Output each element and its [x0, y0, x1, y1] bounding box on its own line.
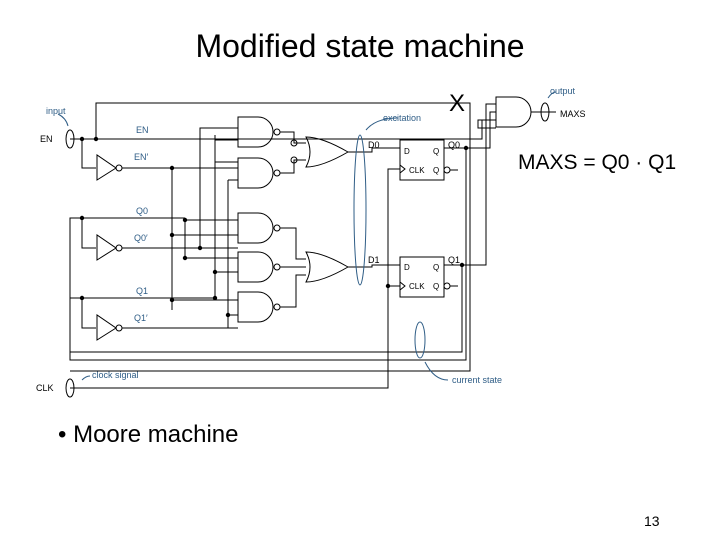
wire-en-input [70, 119, 496, 140]
inverter-en [96, 154, 117, 181]
signal-d1: D1 [368, 255, 380, 265]
label-excitation: excitation [383, 113, 421, 123]
wire-q0-to-inverter [81, 218, 96, 249]
wire-and1-or1 [280, 131, 306, 144]
excitation-callout [353, 134, 367, 286]
label-input: input [46, 106, 66, 116]
label-clock-signal: clock signal [92, 370, 139, 380]
bullet-marker: • [58, 421, 67, 448]
flipflop-1 [399, 256, 445, 298]
ff0-pin-clk: CLK [409, 166, 425, 175]
page-number: 13 [644, 513, 660, 529]
signal-d0: D0 [368, 140, 380, 150]
and-gate-4 [237, 251, 274, 283]
wire-q1-out [462, 103, 496, 266]
and-gate-1 [237, 116, 274, 148]
output-and-gate [495, 96, 532, 128]
wire-and2-or1 [280, 159, 306, 174]
ff0-pin-qbar: Q [433, 166, 439, 175]
ff0-pin-q: Q [433, 147, 439, 156]
bullet-text: Moore machine [73, 421, 239, 448]
and-gate-5 [237, 291, 274, 323]
signal-q0: Q0 [136, 206, 148, 216]
label-maxs: MAXS [560, 109, 586, 119]
or-gate-2 [305, 251, 350, 283]
bullet-item: • Moore machine [58, 421, 239, 449]
signal-q1-not: Q1′ [134, 313, 148, 323]
inverter-q0 [96, 234, 117, 261]
inverter-q1 [96, 314, 117, 341]
and-gate-3 [237, 212, 274, 244]
signal-en: EN [136, 125, 149, 135]
signal-q1-out: Q1 [448, 255, 460, 265]
ff0-pin-d: D [404, 147, 410, 156]
bus-q0-not [199, 127, 238, 248]
maxs-equation: MAXS = Q0 · Q1 [518, 151, 677, 174]
inverter-q0-bubble [115, 244, 123, 252]
and-gate-2 [237, 157, 274, 189]
wire-and3-or2 [280, 227, 306, 260]
signal-en-not: EN′ [134, 152, 149, 162]
label-output: output [550, 86, 576, 96]
wire-and5-or2 [280, 274, 306, 308]
wire-q0-out [458, 111, 496, 149]
signal-q1: Q1 [136, 286, 148, 296]
ff1-pin-q: Q [433, 263, 439, 272]
wire-q1-to-inverter [81, 298, 96, 329]
signal-q0-out: Q0 [448, 140, 460, 150]
inverter-en-bubble [115, 164, 123, 172]
slide-title: Modified state machine [195, 28, 525, 64]
wire-en-to-gate3 [70, 102, 471, 372]
wire-clock [70, 168, 400, 389]
label-clk: CLK [36, 383, 54, 393]
inverter-q1-bubble [115, 324, 123, 332]
label-en: EN [40, 134, 53, 144]
wire-en-to-inverter [81, 139, 96, 169]
wire-q1-feedback [69, 264, 463, 353]
or-gate-1 [305, 136, 350, 168]
label-current-state: current state [452, 375, 502, 385]
ff1-pin-d: D [404, 263, 410, 272]
ff1-pin-qbar: Q [433, 282, 439, 291]
signal-q0-not: Q0′ [134, 233, 148, 243]
ff1-pin-clk: CLK [409, 282, 425, 291]
current-state-callout [414, 321, 426, 359]
cross-mark: X [449, 90, 466, 117]
flipflop-0 [399, 139, 445, 181]
